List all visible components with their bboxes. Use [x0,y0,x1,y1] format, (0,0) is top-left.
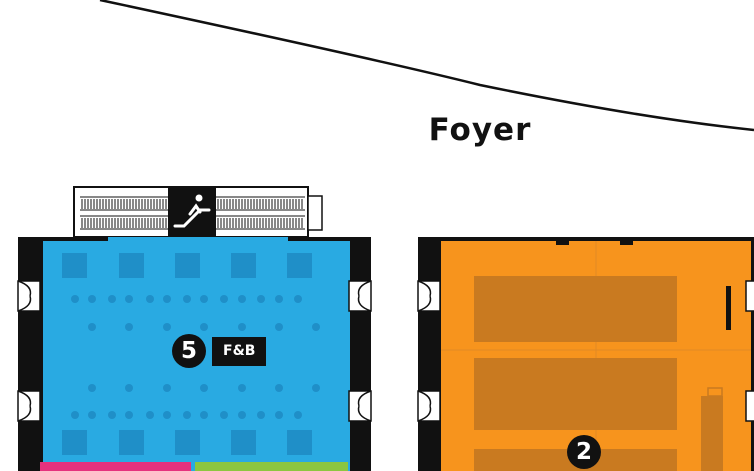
escalator[interactable] [73,186,323,238]
room-2[interactable] [417,237,754,471]
room-2-doors [417,280,754,422]
foyer-boundary-curve [99,0,754,132]
foyer-label: Foyer [428,112,532,148]
room-green[interactable] [195,462,348,471]
room-pink[interactable] [40,462,191,471]
escalator-icon [173,194,211,228]
room-2-number-badge: 2 [567,435,601,469]
room-5-doors [17,280,372,422]
room-5-tag: F&B [212,337,267,366]
room-5-number-badge: 5 [172,334,206,368]
room-5-table-layout [62,253,320,455]
